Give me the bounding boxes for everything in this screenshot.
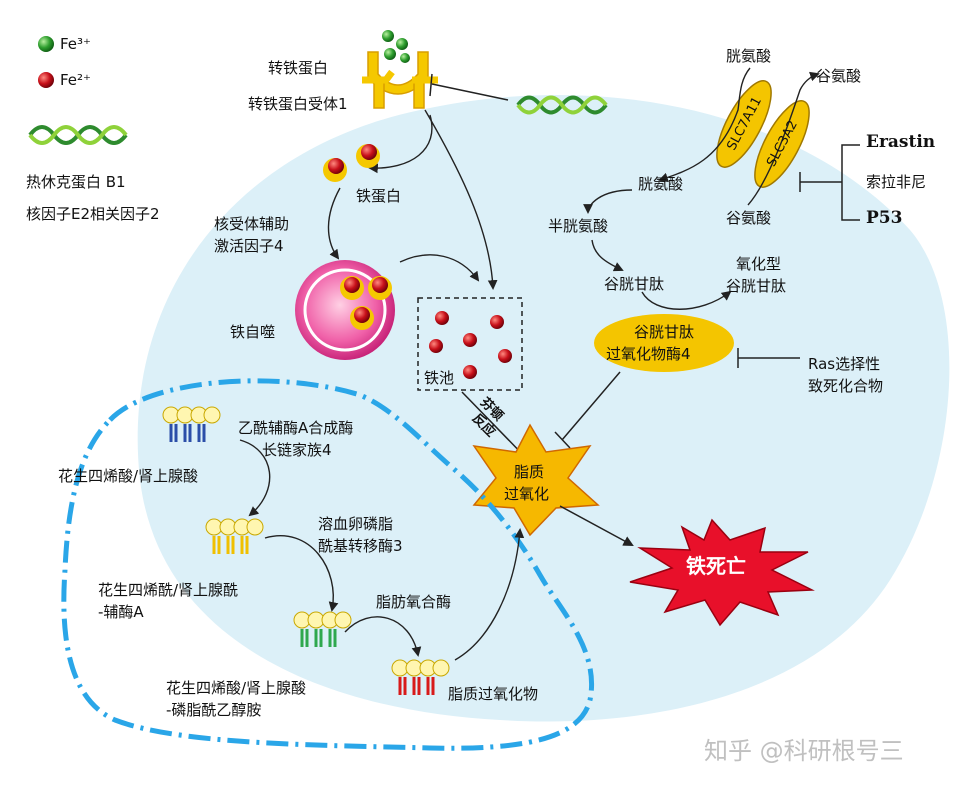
fe3-legend-icon <box>38 36 54 52</box>
cystine-extracellular-label: 胱氨酸 <box>726 47 772 65</box>
cell-body <box>137 95 950 722</box>
iron-pool-box <box>417 297 523 391</box>
fe2-legend-label: Fe²⁺ <box>60 71 91 89</box>
aa-coa-label-line2: -辅酶A <box>98 603 144 621</box>
lipid-peroxidation-star <box>472 423 600 537</box>
gpx4-label-line2: 过氧化物酶4 <box>606 345 691 363</box>
cysteine-label: 半胱氨酸 <box>548 217 609 235</box>
arrow-aape-peroxide <box>344 616 422 657</box>
ncoa4-label-line1: 核受体辅助 <box>214 215 290 233</box>
ncoa4-label-line2: 激活因子4 <box>214 237 284 255</box>
dna-legend-icon <box>28 125 128 145</box>
system-xc-transporter <box>716 80 810 188</box>
inhibit-rsl <box>737 348 800 368</box>
gssg-label-line1: 氧化型 <box>736 255 782 273</box>
gpx4-enzyme <box>594 314 734 372</box>
arrow-peroxidation-ferroptosis <box>559 505 634 547</box>
arrow-glutamate-out <box>747 71 820 206</box>
dna-hspb1-icon <box>516 95 608 115</box>
fe3-legend-label: Fe³⁺ <box>60 35 91 53</box>
ferritinophagy-label: 铁自噬 <box>230 323 276 341</box>
transferrin-receptor-icon <box>362 30 438 109</box>
ferritin-icon <box>323 144 380 182</box>
nrf2-legend-label: 核因子E2相关因子2 <box>26 205 160 223</box>
arrow-gsh-gssg <box>641 290 732 310</box>
iron-pool-ions <box>429 311 512 379</box>
arrow-cystine-cysteine <box>583 189 633 214</box>
lox-label: 脂肪氧合酶 <box>376 593 452 611</box>
acsl4-label-line1: 乙酰辅酶A合成酶 <box>238 419 354 437</box>
aa-pe-lipid-icon <box>293 611 352 647</box>
iron-pool-label: 铁池 <box>424 369 455 387</box>
aa-label: 花生四烯酸/肾上腺酸 <box>58 467 199 485</box>
arachidonic-acid-lipid-icon <box>162 406 221 442</box>
transferrin-receptor-label: 转铁蛋白受体1 <box>248 95 348 113</box>
lipid-metabolism-region <box>61 378 594 751</box>
arrow-ferritin-autophagy <box>327 187 341 260</box>
arrow-cystine-in <box>658 67 751 183</box>
inhibit-hspb1 <box>429 73 509 101</box>
sorafenib-label: 索拉非尼 <box>866 173 927 191</box>
arrow-receptor-ironpool <box>424 109 498 290</box>
rsl-label-line2: 致死化合物 <box>808 377 884 395</box>
ferroptosis-burst <box>629 518 815 627</box>
aa-pe-label-line2: -磷脂酰乙醇胺 <box>166 701 262 719</box>
lpcat3-label-line2: 酰基转移酶3 <box>318 537 403 555</box>
fe2-legend-icon <box>38 72 54 88</box>
autophagosome-icon <box>295 260 395 360</box>
gssg-label-line2: 谷胱甘肽 <box>726 277 787 295</box>
p53-label: P53 <box>866 208 903 228</box>
arrow-cysteine-gsh <box>591 239 624 272</box>
gpx4-label-line1: 谷胱甘肽 <box>634 323 695 341</box>
arrow-autophagy-ironpool <box>399 254 480 282</box>
inhibit-erastin <box>799 144 860 221</box>
arrow-peroxide-star <box>454 528 525 661</box>
acsl4-label-line2: 长链家族4 <box>262 441 332 459</box>
arrow-aacoa-aape <box>264 535 339 612</box>
arrow-receptor-ferritin <box>368 114 433 174</box>
inhibit-gpx4-lipid <box>554 371 621 449</box>
lpcat3-label-line1: 溶血卵磷脂 <box>318 515 394 533</box>
lipid-peroxide-icon <box>391 659 450 695</box>
rsl-label-line1: Ras选择性 <box>808 355 881 373</box>
lipid-peroxidation-label-line2: 过氧化 <box>504 485 550 503</box>
transferrin-label: 转铁蛋白 <box>268 59 329 77</box>
cystine-label: 胱氨酸 <box>638 175 684 193</box>
arrow-aa-aacoa <box>239 439 271 517</box>
ferritin-label: 铁蛋白 <box>356 187 402 205</box>
aa-coa-label-line1: 花生四烯酰/肾上腺酰 <box>98 581 239 599</box>
aa-coa-lipid-icon <box>205 518 264 554</box>
ferroptosis-label: 铁死亡 <box>686 554 746 578</box>
gsh-label: 谷胱甘肽 <box>604 275 665 293</box>
lipid-peroxides-label: 脂质过氧化物 <box>448 685 539 703</box>
glutamate-extracellular-label: 谷氨酸 <box>816 67 862 85</box>
erastin-label: Erastin <box>866 132 936 152</box>
lipid-peroxidation-label-line1: 脂质 <box>514 463 545 481</box>
glutamate-label: 谷氨酸 <box>726 209 772 227</box>
aa-pe-label-line1: 花生四烯酸/肾上腺酸 <box>166 679 307 697</box>
watermark: 知乎 @科研根号三 <box>704 737 904 765</box>
hsp-legend-label: 热休克蛋白 B1 <box>26 173 126 191</box>
